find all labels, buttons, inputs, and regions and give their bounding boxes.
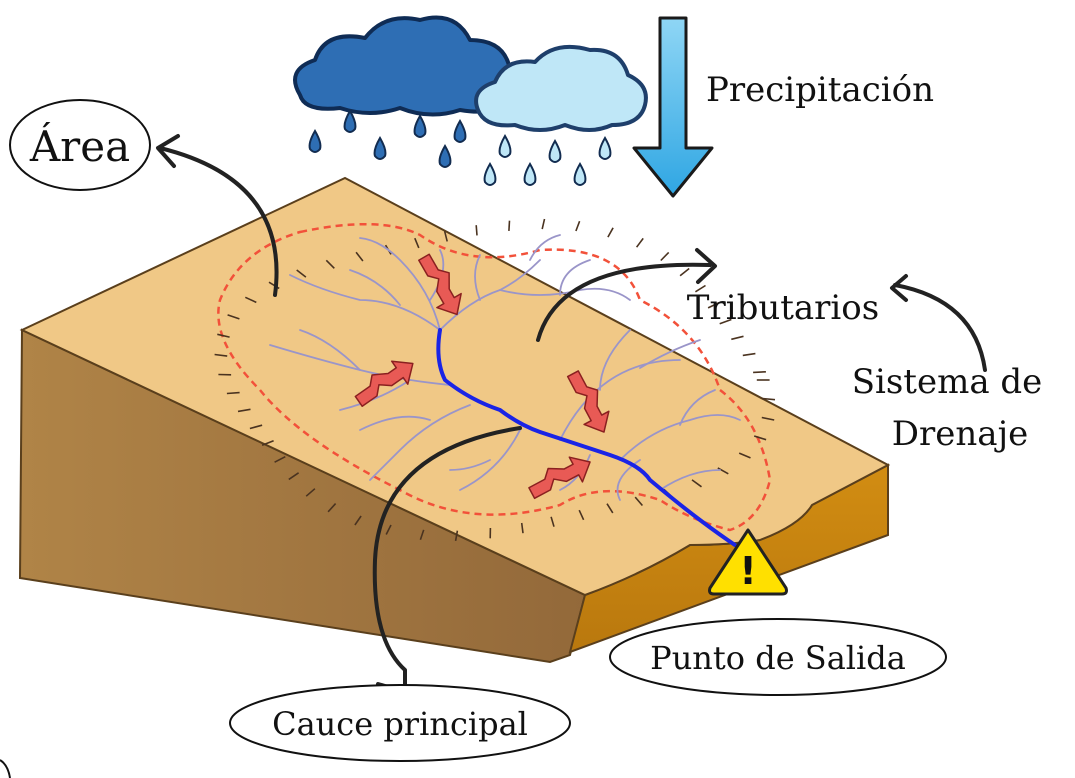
- area-label: Área: [29, 121, 130, 171]
- raindrop-icon: [573, 162, 587, 186]
- hachure-tick: [738, 452, 751, 459]
- raindrop-icon: [343, 109, 357, 133]
- hachure-tick: [354, 515, 362, 526]
- tributaries-pointer-arrow: [536, 262, 712, 342]
- hachure-tick: [575, 220, 581, 232]
- hachure-tick: [261, 440, 274, 447]
- hachure-tick: [541, 218, 546, 230]
- drainage-pointer-arrow: [893, 283, 987, 372]
- hachure-tick: [520, 522, 524, 534]
- hachure-tick: [217, 333, 230, 338]
- drainage-divide: [217, 223, 772, 532]
- hachure-tick: [578, 509, 585, 521]
- raindrop-icon: [483, 162, 497, 186]
- warning-glyph: !: [739, 549, 756, 593]
- hachure-tick: [508, 220, 511, 231]
- label-outlet: Punto de Salida: [609, 618, 947, 696]
- rain-cloud-light-icon: [474, 45, 648, 132]
- hachure-tick: [707, 301, 720, 309]
- hachure-tick: [226, 391, 240, 395]
- raindrop-icon: [498, 134, 512, 158]
- raindrop-icon: [598, 136, 612, 160]
- label-main-channel: Cauce principal: [229, 684, 571, 762]
- raindrop-icon: [548, 139, 562, 163]
- runoff-arrow: [418, 253, 462, 316]
- hachure-tick: [660, 251, 670, 262]
- precipitation-label: Precipitación: [706, 70, 934, 110]
- hachure-tick: [635, 237, 644, 248]
- hachure-tick: [717, 467, 729, 475]
- main-channel: [436, 328, 737, 547]
- hachure-tick: [355, 251, 364, 262]
- area-pointer-arrow: [158, 146, 279, 297]
- drainage-system-label-line2: Drenaje: [892, 414, 1028, 454]
- runoff-arrow: [566, 370, 610, 433]
- hachure-tick: [274, 455, 286, 463]
- tributaries-pointer-head: [695, 248, 717, 284]
- drainage-pointer-head: [890, 274, 908, 302]
- hachure-tick: [607, 227, 614, 238]
- hachure-tick: [419, 529, 425, 541]
- hachure-tick: [454, 530, 459, 542]
- area-pointer-head: [156, 134, 180, 168]
- hachure-tick: [288, 472, 300, 481]
- raindrop-icon: [308, 129, 322, 153]
- hachure-tick: [244, 296, 257, 304]
- main-channel-ellipse: [229, 684, 571, 762]
- hachure-tick: [475, 225, 478, 236]
- raindrops: [308, 109, 612, 186]
- warning-icon: !: [708, 528, 788, 596]
- ridge-hachures: [214, 218, 776, 542]
- hachure-tick: [719, 318, 732, 325]
- hachure-tick: [679, 267, 690, 277]
- hachure-tick: [327, 503, 337, 513]
- label-area: Área: [9, 99, 151, 191]
- hachure-tick: [237, 408, 251, 413]
- main-channel-label: Cauce principal: [272, 705, 528, 743]
- hachure-tick: [305, 488, 316, 497]
- hachure-tick: [414, 237, 420, 249]
- main-channel-pointer-arrow: [372, 426, 522, 692]
- drainage-system-label-line1: Sistema de: [852, 362, 1043, 402]
- raindrop-icon: [453, 119, 467, 143]
- runoff-arrow: [528, 456, 591, 500]
- tributary-network: [269, 234, 741, 501]
- hachure-tick: [753, 435, 767, 441]
- area-ellipse: [9, 99, 151, 191]
- hachure-tick: [214, 353, 228, 357]
- hachure-tick: [691, 479, 702, 488]
- hachure-tick: [762, 397, 776, 401]
- outlet-ellipse: [609, 618, 947, 696]
- hachure-tick: [296, 269, 307, 278]
- tributaries-label: Tributarios: [687, 288, 879, 328]
- hachure-tick: [731, 335, 744, 341]
- hachure-tick: [606, 503, 614, 514]
- hachure-tick: [634, 496, 644, 507]
- raindrop-icon: [523, 162, 537, 186]
- hachure-tick: [761, 416, 775, 421]
- raindrop-icon: [373, 136, 387, 160]
- hachure-tick: [249, 424, 263, 430]
- hachure-tick: [227, 314, 240, 320]
- raindrop-icon: [413, 114, 427, 138]
- precipitation-down-arrow-icon: [632, 16, 714, 198]
- hachure-tick: [385, 524, 392, 535]
- hachure-tick: [443, 231, 448, 242]
- corner-ellipse-fragment: [0, 759, 11, 778]
- hachure-tick: [694, 284, 706, 293]
- outlet-label: Punto de Salida: [650, 639, 906, 677]
- hachure-tick: [753, 371, 766, 374]
- runoff-arrow: [354, 360, 414, 408]
- hachure-tick: [742, 352, 756, 357]
- runoff-arrows: [354, 253, 610, 500]
- raindrop-icon: [438, 144, 452, 168]
- hachure-tick: [550, 516, 555, 527]
- hachure-tick: [325, 259, 335, 269]
